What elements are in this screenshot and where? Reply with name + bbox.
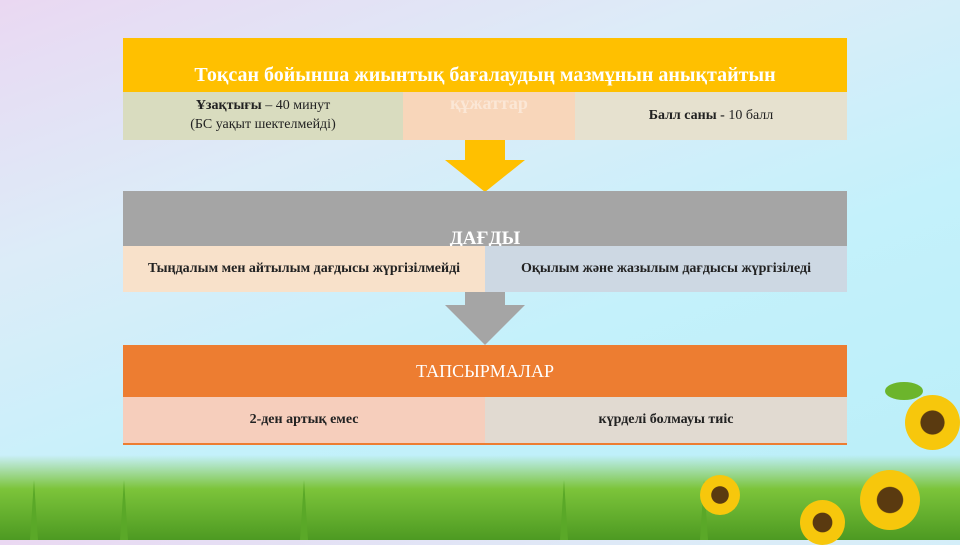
- leaf-decoration: [885, 382, 923, 400]
- arrow-down-icon: [445, 305, 525, 345]
- tasks-right-text: күрделі болмауы тиіс: [598, 411, 734, 427]
- documents-subtitle: құжаттар: [450, 93, 528, 113]
- duration-value: – 40 минут: [261, 98, 331, 114]
- score-value: 10 балл: [728, 107, 774, 123]
- score-label: Балл саны -: [648, 107, 729, 123]
- tasks-header: ТАПСЫРМАЛАР: [123, 345, 847, 397]
- arrow-down-icon: [465, 140, 505, 162]
- duration-cell: Ұзақтығы – 40 минут (БС уақыт шектелмейд…: [123, 92, 403, 140]
- tasks-title: ТАПСЫРМАЛАР: [415, 361, 555, 381]
- duration-note: (БС уақыт шектелмейді): [190, 117, 336, 132]
- skills-left-cell: Тыңдалым мен айтылым дағдысы жүргізілмей…: [123, 246, 485, 292]
- subtitle-cell: құжаттар: [403, 92, 575, 140]
- divider: [123, 443, 847, 445]
- skills-left-text: Тыңдалым мен айтылым дағдысы жүргізілмей…: [147, 260, 461, 276]
- documents-header: Тоқсан бойынша жиынтық бағалаудың мазмұн…: [123, 38, 847, 92]
- skills-title: ДАҒДЫ: [449, 228, 521, 246]
- sunflower-decoration: [800, 500, 845, 545]
- tasks-right-cell: күрделі болмауы тиіс: [485, 397, 847, 443]
- score-cell: Балл саны - 10 балл: [575, 92, 847, 140]
- tasks-left-text: 2-ден артық емес: [249, 411, 359, 427]
- duration-label: Ұзақтығы: [195, 98, 262, 114]
- sunflower-decoration: [700, 475, 740, 515]
- documents-title: Тоқсан бойынша жиынтық бағалаудың мазмұн…: [194, 64, 776, 86]
- sunflower-decoration: [905, 395, 960, 450]
- tasks-left-cell: 2-ден артық емес: [123, 397, 485, 443]
- skills-right-cell: Оқылым және жазылым дағдысы жүргізіледі: [485, 246, 847, 292]
- arrow-down-icon: [465, 292, 505, 307]
- sunflower-decoration: [860, 470, 920, 530]
- grass-decoration: [0, 455, 960, 540]
- skills-header: ДАҒДЫ: [123, 191, 847, 246]
- arrow-down-icon: [445, 160, 525, 192]
- skills-right-text: Оқылым және жазылым дағдысы жүргізіледі: [520, 260, 812, 276]
